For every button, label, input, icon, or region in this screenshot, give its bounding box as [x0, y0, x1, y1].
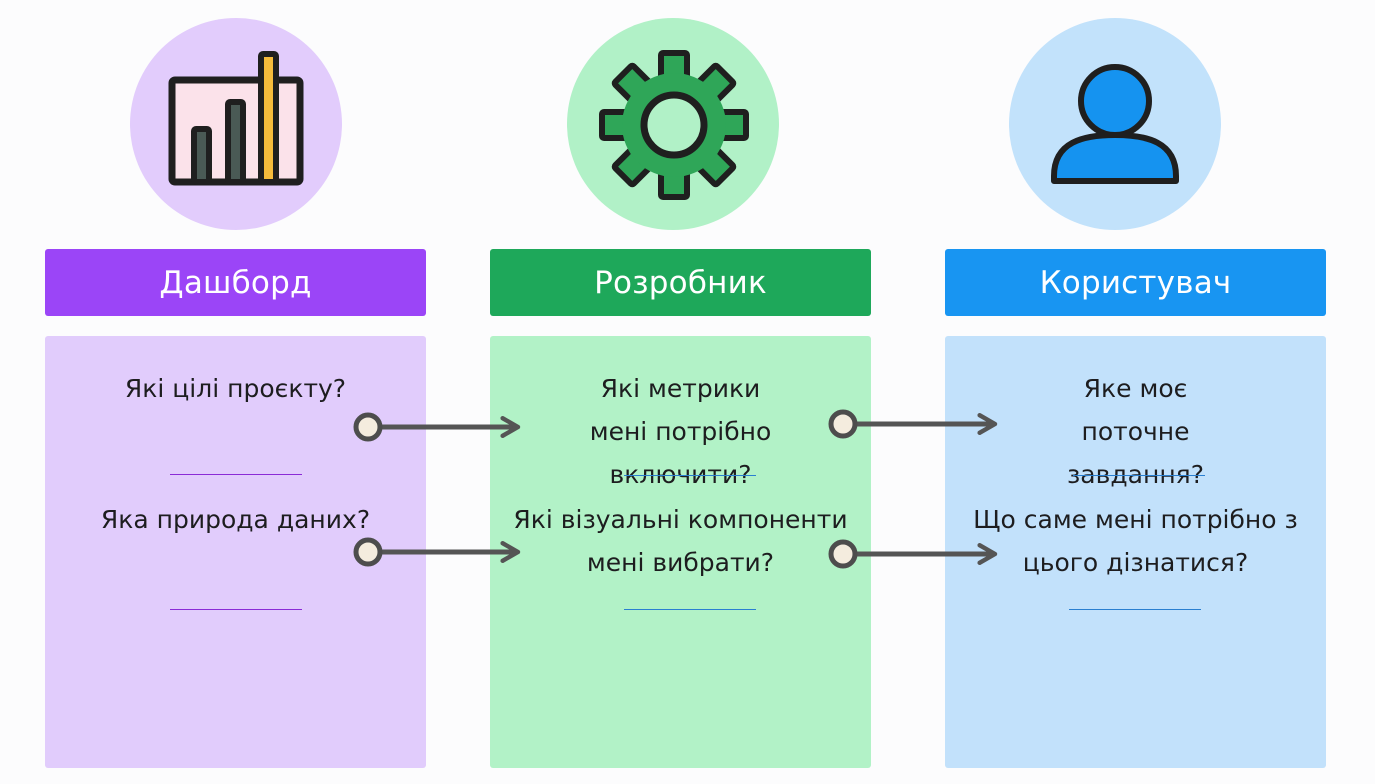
dashboard-panel: Які цілі проєкту? Яка природа даних?	[45, 336, 426, 768]
dashboard-divider-2	[170, 609, 302, 610]
user-divider-2	[1069, 609, 1201, 610]
user-icon-circle	[1009, 18, 1221, 230]
user-divider-1	[1073, 475, 1205, 476]
developer-question-2: Які візуальні компоненти мені вибрати?	[513, 505, 848, 577]
dashboard-header: Дашборд	[45, 249, 426, 316]
gear-icon	[599, 50, 749, 200]
dashboard-question-1: Які цілі проєкту?	[124, 374, 347, 403]
user-question-1: Яке моє поточне завдання?	[1067, 374, 1204, 489]
dashboard-divider-1	[170, 474, 302, 475]
developer-divider-1	[624, 475, 756, 476]
developer-icon-circle	[567, 18, 779, 230]
user-header: Користувач	[945, 249, 1326, 316]
user-panel: Яке моє поточне завдання? Що саме мені п…	[945, 336, 1326, 768]
user-icon	[1051, 64, 1179, 184]
developer-question-1: Які метрики мені потрібно включити?	[589, 374, 772, 489]
dashboard-icon-circle	[130, 18, 342, 230]
user-question-2: Що саме мені потрібно з цього дізнатися?	[973, 505, 1298, 577]
bar-chart-icon	[168, 51, 304, 186]
developer-panel: Які метрики мені потрібно включити? Які …	[490, 336, 871, 768]
developer-header: Розробник	[490, 249, 871, 316]
dashboard-question-2: Яка природа даних?	[100, 505, 371, 534]
developer-divider-2	[624, 609, 756, 610]
